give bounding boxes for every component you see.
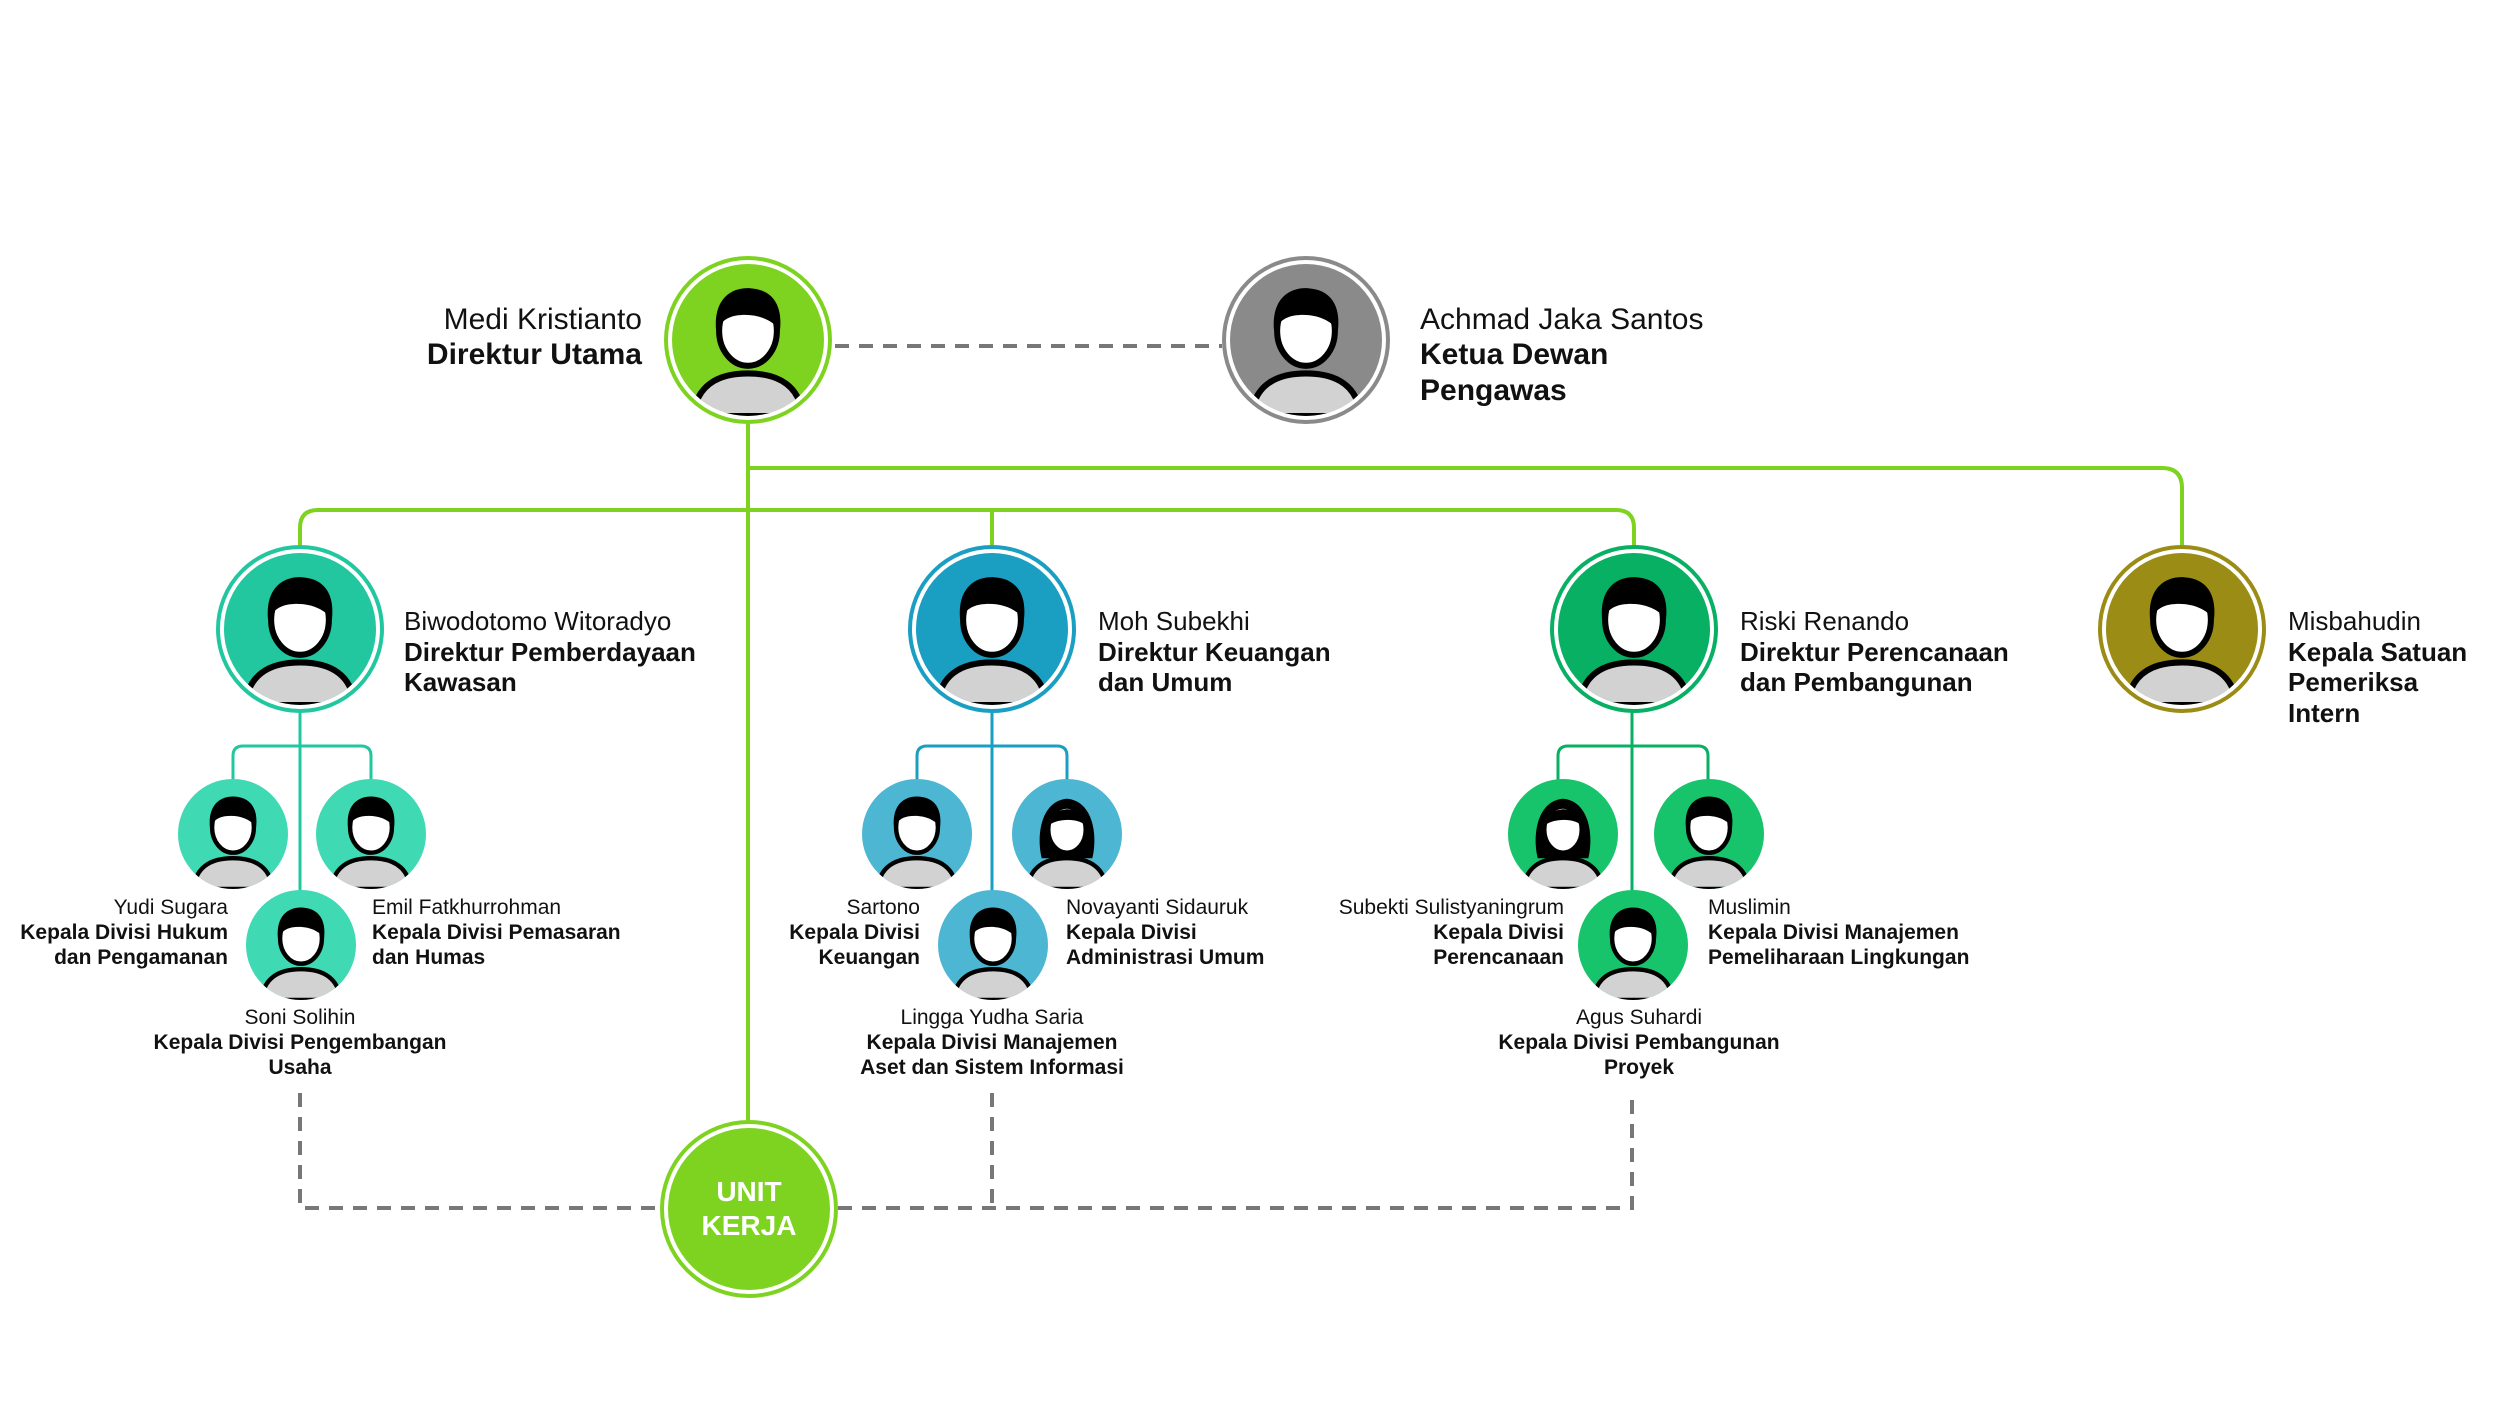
division-label: Emil Fatkhurrohman Kepala Divisi Pemasar…	[372, 896, 652, 970]
director-perencanaan-name: Riski Renando	[1740, 606, 1910, 636]
division-name: Subekti Sulistyaningrum	[1338, 896, 1564, 919]
division-role-2: dan Humas	[372, 945, 486, 969]
division-label: Muslimin Kepala Divisi Manajemen Pemelih…	[1708, 896, 2038, 970]
intern-label: Misbahudin Kepala Satuan Pemeriksa Inter…	[2288, 606, 2488, 729]
unit-link-left	[298, 1093, 660, 1210]
director-keuangan-ring	[908, 545, 1076, 713]
person-icon	[1558, 553, 1710, 705]
supervisor-label: Achmad Jaka Santos Ketua Dewan Pengawas	[1420, 302, 1800, 408]
division-role-1: Kepala Divisi Manajemen	[1708, 920, 1959, 944]
division-role-1: Kepala Divisi	[1433, 920, 1564, 944]
director-ring	[664, 256, 832, 424]
division-name: Agus Suhardi	[1575, 1006, 1703, 1029]
unit-kerja-ring	[660, 1120, 838, 1298]
intern-role-2: Pemeriksa	[2288, 667, 2419, 698]
division-label: Lingga Yudha Saria Kepala Divisi Manajem…	[812, 1006, 1172, 1080]
division-role-2: Pemeliharaan Lingkungan	[1708, 945, 1970, 969]
intern-role-1: Kepala Satuan	[2288, 636, 2468, 667]
person-icon	[246, 890, 356, 1000]
unit-kerja-node: UNIT KERJA	[668, 1128, 830, 1290]
division-role-1: Kepala Divisi	[1066, 920, 1197, 944]
person-female-icon	[1012, 779, 1122, 889]
director-keuangan-role-1: Direktur Keuangan	[1098, 636, 1331, 667]
division-name: Sartono	[846, 896, 920, 919]
supervisor-role-1: Ketua Dewan	[1420, 338, 1609, 372]
division-role-2: Perencanaan	[1433, 945, 1564, 969]
supervisor-role-2: Pengawas	[1420, 373, 1567, 407]
division-label: Agus Suhardi Kepala Divisi Pembangunan P…	[1454, 1006, 1824, 1080]
intern-name: Misbahudin	[2288, 606, 2421, 636]
person-icon	[1230, 264, 1382, 416]
director-name: Medi Kristianto	[443, 303, 642, 336]
director-perencanaan-ring	[1550, 545, 1718, 713]
division-role-1: Kepala Divisi Pengembangan	[153, 1030, 447, 1054]
division-name: Soni Solihin	[244, 1006, 356, 1029]
unit-kerja-line1: UNIT	[716, 1176, 782, 1208]
person-icon	[178, 779, 288, 889]
division-role-2: dan Pengamanan	[54, 945, 228, 969]
division-name: Emil Fatkhurrohman	[372, 896, 562, 919]
person-icon	[316, 779, 426, 889]
person-icon	[1654, 779, 1764, 889]
person-icon	[1578, 890, 1688, 1000]
supervisor-ring	[1222, 256, 1390, 424]
directors-bus	[298, 508, 1636, 545]
unit-link-right	[838, 1093, 1634, 1210]
division-name: Lingga Yudha Saria	[900, 1006, 1084, 1029]
director-pemberdayaan-name: Biwodotomo Witoradyo	[404, 606, 672, 636]
division-role-2: Keuangan	[818, 945, 920, 969]
division-role-2: Aset dan Sistem Informasi	[860, 1055, 1124, 1079]
division-label: Soni Solihin Kepala Divisi Pengembangan …	[120, 1006, 480, 1080]
division-name: Muslimin	[1708, 896, 1791, 919]
unit-kerja-line2: KERJA	[701, 1210, 797, 1241]
division-name: Novayanti Sidauruk	[1066, 896, 1249, 919]
person-icon	[938, 890, 1048, 1000]
intern-ring	[2098, 545, 2266, 713]
division-role-2: Proyek	[1603, 1055, 1675, 1079]
division-name: Yudi Sugara	[113, 896, 228, 919]
director-label: Medi Kristianto Direktur Utama	[340, 302, 642, 373]
director-pemberdayaan-role-1: Direktur Pemberdayaan	[404, 636, 696, 667]
supervisor-name: Achmad Jaka Santos	[1420, 303, 1704, 336]
intern-branch	[748, 466, 2184, 545]
director-perencanaan-label: Riski Renando Direktur Perencanaan dan P…	[1740, 606, 2080, 698]
division-role-1: Kepala Divisi Pemasaran	[372, 920, 621, 944]
division-role-2: Usaha	[268, 1055, 332, 1079]
division-label: Novayanti Sidauruk Kepala Divisi Adminis…	[1066, 896, 1326, 970]
intern-role-3: Intern	[2288, 698, 2361, 729]
director-pemberdayaan-role-2: Kawasan	[404, 667, 517, 698]
director-perencanaan-role-1: Direktur Perencanaan	[1740, 636, 2009, 667]
division-role-1: Kepala Divisi	[789, 920, 920, 944]
division-role-1: Kepala Divisi Hukum	[20, 920, 228, 944]
person-icon	[672, 264, 824, 416]
division-role-1: Kepala Divisi Manajemen	[866, 1030, 1118, 1054]
director-pemberdayaan-label: Biwodotomo Witoradyo Direktur Pemberdaya…	[404, 606, 744, 698]
director-role: Direktur Utama	[426, 338, 642, 372]
division-label: Yudi Sugara Kepala Divisi Hukum dan Peng…	[8, 896, 228, 970]
person-female-icon	[1508, 779, 1618, 889]
director-perencanaan-role-2: dan Pembangunan	[1740, 667, 1973, 698]
division-label: Sartono Kepala Divisi Keuangan	[710, 896, 920, 970]
director-keuangan-role-2: dan Umum	[1098, 667, 1233, 698]
division-role-2: Administrasi Umum	[1066, 945, 1265, 969]
division-role-1: Kepala Divisi Pembangunan	[1498, 1030, 1780, 1054]
director-keuangan-label: Moh Subekhi Direktur Keuangan dan Umum	[1098, 606, 1398, 698]
person-icon	[224, 553, 376, 705]
division-label: Subekti Sulistyaningrum Kepala Divisi Pe…	[1292, 896, 1564, 970]
person-icon	[916, 553, 1068, 705]
person-icon	[2106, 553, 2258, 705]
director-keuangan-name: Moh Subekhi	[1098, 606, 1250, 636]
person-icon	[862, 779, 972, 889]
director-pemberdayaan-ring	[216, 545, 384, 713]
